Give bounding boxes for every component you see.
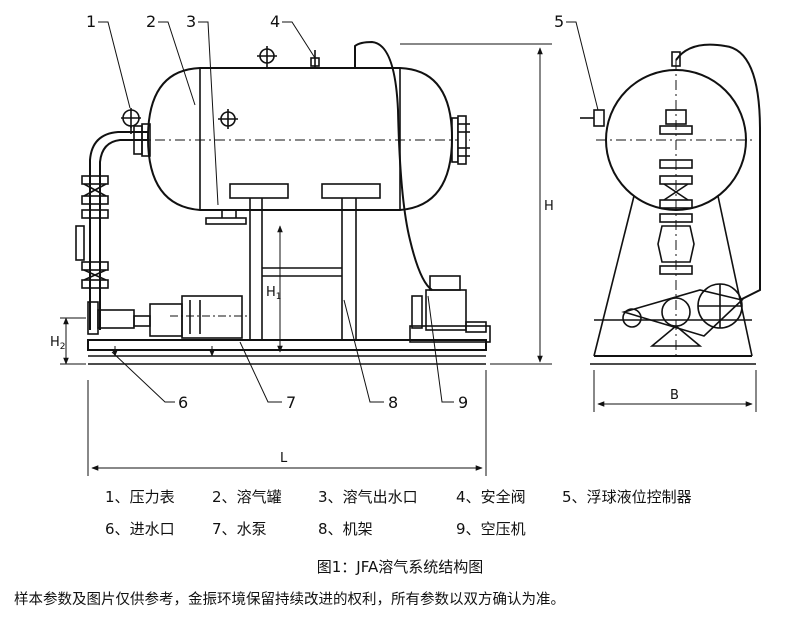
- tank-right-flange: [451, 115, 470, 165]
- dissolved-air-tank: [135, 67, 470, 211]
- callout-4: 4: [270, 12, 280, 31]
- end-view-compressor: [621, 283, 744, 347]
- dim-L: L: [280, 451, 288, 466]
- end-view-piping: [657, 109, 695, 275]
- air-compressor: [409, 275, 491, 343]
- callout-6: 6: [178, 393, 188, 412]
- side-view: [60, 40, 552, 476]
- callout-5: 5: [554, 12, 564, 31]
- dim-H1: H1: [266, 285, 282, 302]
- safety-valve: [257, 46, 320, 68]
- end-view-hose: [675, 43, 761, 301]
- callout-9: 9: [458, 393, 468, 412]
- frame: [229, 183, 381, 340]
- end-view-dimension: [593, 370, 757, 412]
- callout-3: 3: [186, 12, 196, 31]
- inlet-piping: [75, 123, 151, 330]
- legend-item: 4、安全阀: [456, 488, 526, 506]
- base: [87, 339, 487, 365]
- pressure-gauge: [121, 108, 141, 134]
- callout-leaders: [98, 21, 599, 403]
- legend-item: 7、水泵: [212, 520, 267, 538]
- dissolved-water-outlet: [205, 210, 247, 225]
- legend-item: 5、浮球液位控制器: [562, 488, 692, 506]
- dim-H2: H2: [50, 335, 66, 352]
- callout-7: 7: [286, 393, 296, 412]
- legend-item: 8、机架: [318, 520, 373, 538]
- legend-item: 9、空压机: [456, 520, 526, 538]
- end-view: [580, 43, 761, 412]
- dim-B: B: [670, 388, 679, 403]
- figure-caption: 图1：JFA溶气系统结构图: [316, 558, 484, 576]
- callout-1: 1: [86, 12, 96, 31]
- level-controller-hose: [354, 40, 433, 291]
- legend-item: 2、溶气罐: [212, 488, 282, 506]
- callout-8: 8: [388, 393, 398, 412]
- water-pump: [87, 295, 250, 339]
- legend-item: 6、进水口: [105, 520, 175, 538]
- dimension-lines: [60, 43, 552, 476]
- legend-item: 3、溶气出水口: [318, 488, 418, 506]
- callout-2: 2: [146, 12, 156, 31]
- legend-item: 1、压力表: [105, 488, 175, 506]
- dim-H: H: [544, 199, 554, 214]
- disclaimer-note: 样本参数及图片仅供参考，金振环境保留持续改进的权利，所有参数以双方确认为准。: [14, 592, 565, 608]
- float-level-controller: [580, 51, 681, 127]
